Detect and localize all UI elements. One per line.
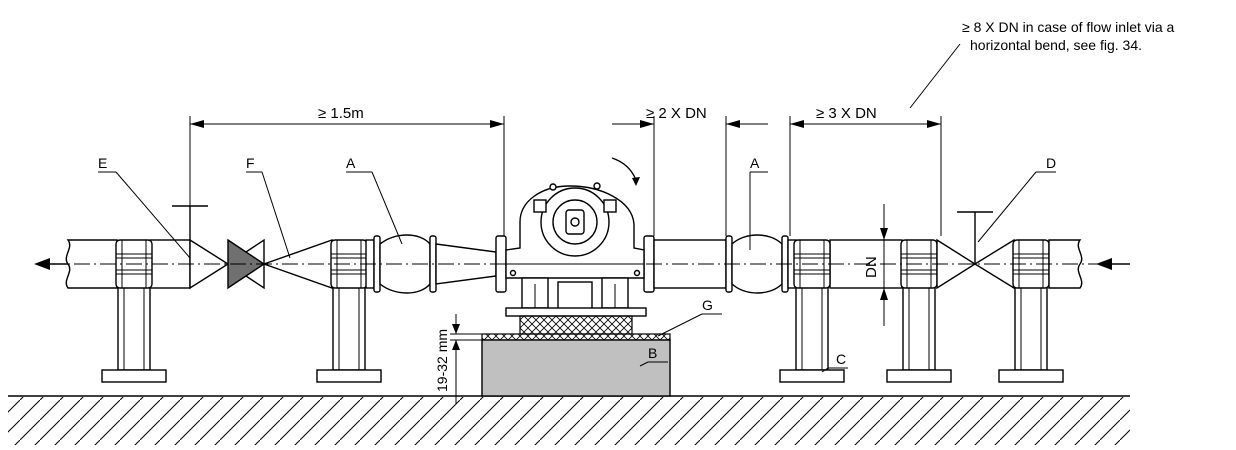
svg-text:A: A: [750, 155, 760, 171]
svg-text:E: E: [98, 155, 107, 171]
inlet-note-line-1: ≥ 8 X DN in case of flow inlet via a: [962, 19, 1175, 35]
rotation-arrow: [611, 157, 637, 181]
pipe-support-4: [886, 285, 952, 383]
svg-text:C: C: [836, 351, 846, 367]
dimension-label-1-5m: ≥ 1.5m: [318, 105, 364, 122]
label-c: C: [821, 351, 848, 373]
right-pipe-run: [653, 211, 1083, 294]
svg-text:A: A: [346, 155, 356, 171]
dimension-label-3xdn: ≥ 3 X DN: [816, 105, 877, 122]
label-f: F: [246, 155, 291, 259]
label-g: G: [657, 297, 722, 337]
inlet-note-leader: [909, 43, 961, 109]
isolation-valve-d: [936, 211, 1015, 290]
pump: [495, 157, 655, 313]
pipe-support-1: [101, 285, 167, 383]
flow-arrow-in: [1096, 258, 1112, 270]
dimension-3xdn: ≥ 3 X DN: [789, 105, 942, 236]
svg-text:F: F: [246, 155, 255, 171]
dimension-label-grout-gap: 19-32 mm: [434, 329, 450, 392]
left-pipe-stub: [65, 239, 118, 289]
svg-text:B: B: [648, 345, 657, 361]
dimension-label-2xdn: ≥ 2 X DN: [646, 105, 707, 122]
inlet-note-line-2: horizontal bend, see fig. 34.: [970, 37, 1142, 53]
flow-arrow-out: [34, 258, 50, 270]
label-a-right: A: [749, 155, 768, 250]
dimension-grout-gap: 19-32 mm: [434, 314, 482, 404]
center-axis: [34, 258, 1130, 270]
ground: [8, 395, 1130, 445]
dimension-2xdn: ≥ 2 X DN: [612, 105, 768, 236]
grout-layer-g: [481, 333, 671, 341]
svg-text:D: D: [1046, 155, 1056, 171]
vibration-isolator: [519, 315, 633, 335]
pipe-support-5: [998, 285, 1064, 383]
label-b: B: [639, 345, 668, 367]
base-plate: [481, 307, 671, 341]
label-a-left: A: [346, 155, 403, 245]
left-pipe-run: [65, 205, 375, 290]
inlet-note: ≥ 8 X DN in case of flow inlet via a hor…: [909, 19, 1175, 109]
foundation-b: [481, 339, 671, 397]
label-d: D: [977, 155, 1056, 243]
svg-text:G: G: [702, 297, 713, 313]
dimension-label-dn: DN: [863, 256, 880, 278]
dimension-1-5m: ≥ 1.5m: [189, 105, 505, 236]
dimension-dn: DN: [863, 204, 888, 326]
pipe-support-2: [316, 285, 382, 383]
label-e: E: [98, 155, 191, 259]
